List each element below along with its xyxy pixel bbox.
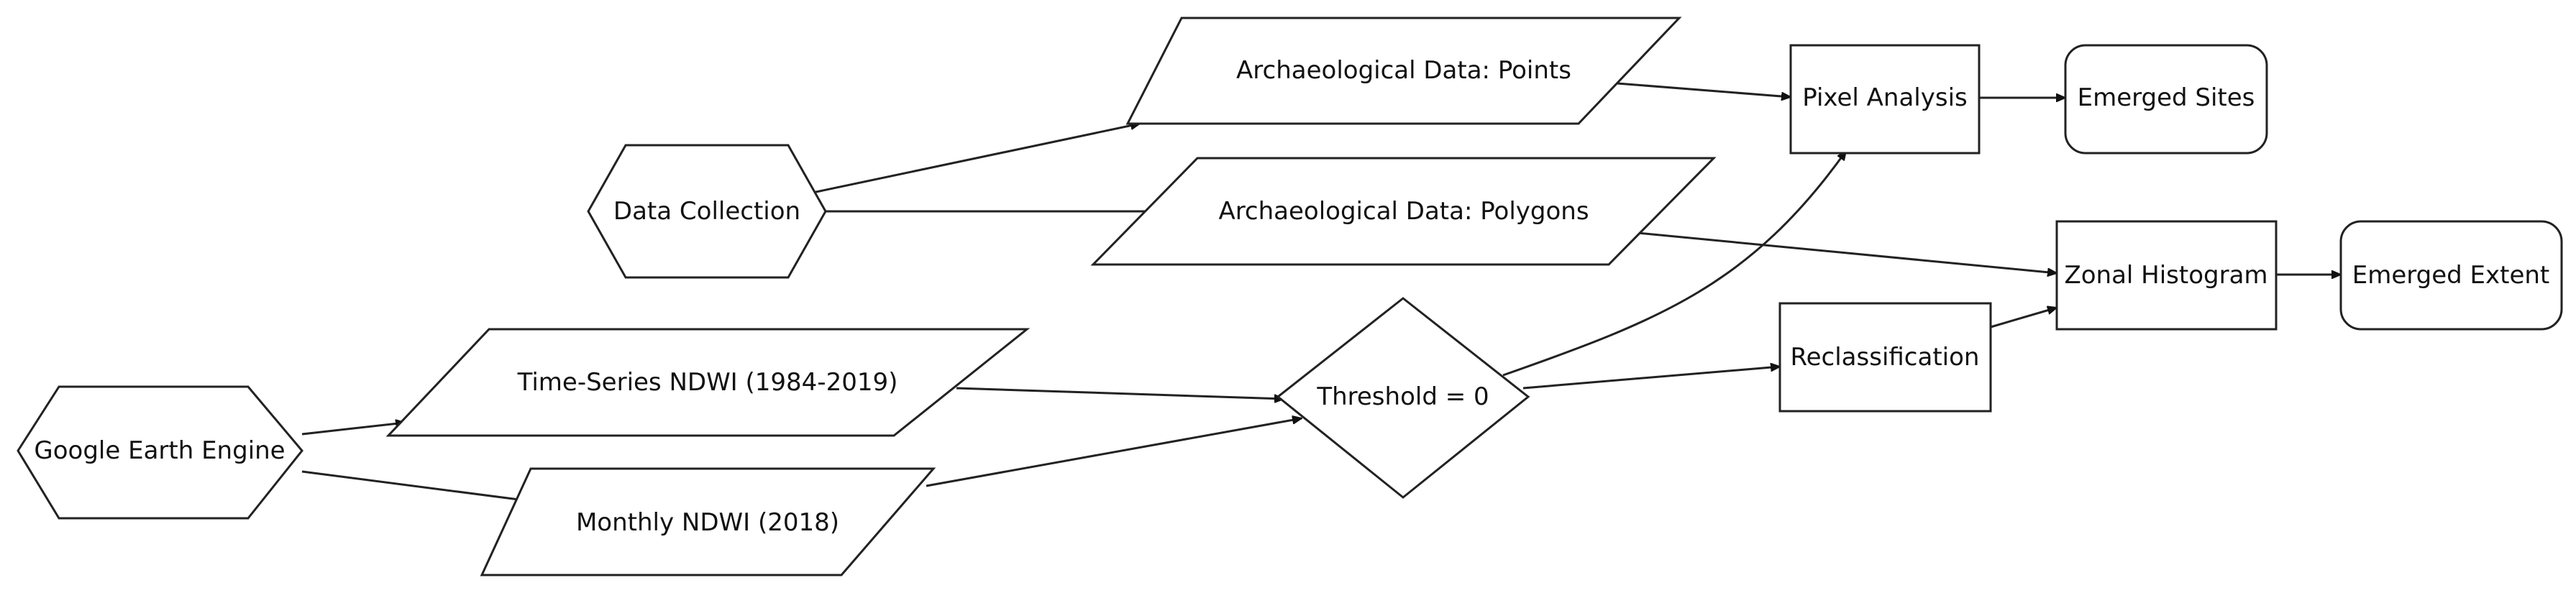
node-pixel-analysis: Pixel Analysis: [1789, 44, 1981, 155]
node-label-emerged-sites: Emerged Sites: [2078, 83, 2255, 112]
edge-threshold-to-pixel-analysis: [1502, 151, 1846, 377]
edge-polygons-to-zonal-histogram: [1622, 230, 2057, 273]
node-label-arch-points: Archaeological Data: Points: [1236, 56, 1571, 85]
node-label-google-earth-engine: Google Earth Engine: [34, 436, 285, 465]
rectangle-shape: [1778, 302, 1992, 413]
node-label-data-collection: Data Collection: [613, 197, 800, 226]
parallelogram-shape: [1090, 157, 1717, 266]
node-label-reclassification: Reclassification: [1791, 343, 1980, 372]
parallelogram-shape: [1125, 17, 1682, 125]
edge-threshold-to-reclassification: [1522, 367, 1780, 390]
hexagon-shape: [587, 144, 827, 279]
rounded-rectangle-shape: [2064, 44, 2268, 155]
node-arch-points: Archaeological Data: Points: [1125, 17, 1682, 125]
node-ndwi-timeseries: Time-Series NDWI (1984-2019): [385, 328, 1031, 437]
hexagon-shape: [17, 385, 303, 520]
edge-data-collection-to-points: [812, 124, 1140, 194]
edge-monthly-to-threshold: [926, 418, 1302, 487]
parallelogram-shape: [480, 467, 936, 576]
rounded-rectangle-shape: [2339, 220, 2563, 331]
node-emerged-extent: Emerged Extent: [2339, 220, 2563, 331]
diamond-shape: [1276, 297, 1530, 499]
parallelogram-shape: [385, 328, 1031, 437]
rectangle-shape: [1789, 44, 1981, 155]
rectangle-shape: [2055, 220, 2278, 331]
node-zonal-histogram: Zonal Histogram: [2055, 220, 2278, 331]
edge-points-to-pixel-analysis: [1607, 81, 1791, 97]
node-label-threshold: Threshold = 0: [1316, 382, 1489, 411]
edge-timeseries-to-threshold: [956, 387, 1284, 399]
node-reclassification: Reclassification: [1778, 302, 1992, 413]
node-label-zonal-histogram: Zonal Histogram: [2064, 261, 2267, 290]
node-arch-polygons: Archaeological Data: Polygons: [1090, 157, 1717, 266]
node-google-earth-engine: Google Earth Engine: [17, 385, 303, 520]
node-emerged-sites: Emerged Sites: [2064, 44, 2268, 155]
node-ndwi-monthly: Monthly NDWI (2018): [480, 467, 936, 576]
node-label-ndwi-timeseries: Time-Series NDWI (1984-2019): [517, 368, 898, 397]
node-label-pixel-analysis: Pixel Analysis: [1802, 83, 1968, 112]
edge-gee-to-monthly: [301, 470, 547, 503]
edge-reclassification-to-zonal-histogram: [1990, 308, 2057, 328]
node-data-collection: Data Collection: [587, 144, 827, 279]
edges: [301, 81, 2341, 503]
node-label-ndwi-monthly: Monthly NDWI (2018): [576, 508, 839, 537]
node-label-emerged-extent: Emerged Extent: [2352, 261, 2550, 290]
node-threshold: Threshold = 0: [1276, 297, 1530, 499]
node-label-arch-polygons: Archaeological Data: Polygons: [1218, 197, 1589, 226]
edge-gee-to-timeseries: [301, 423, 405, 436]
